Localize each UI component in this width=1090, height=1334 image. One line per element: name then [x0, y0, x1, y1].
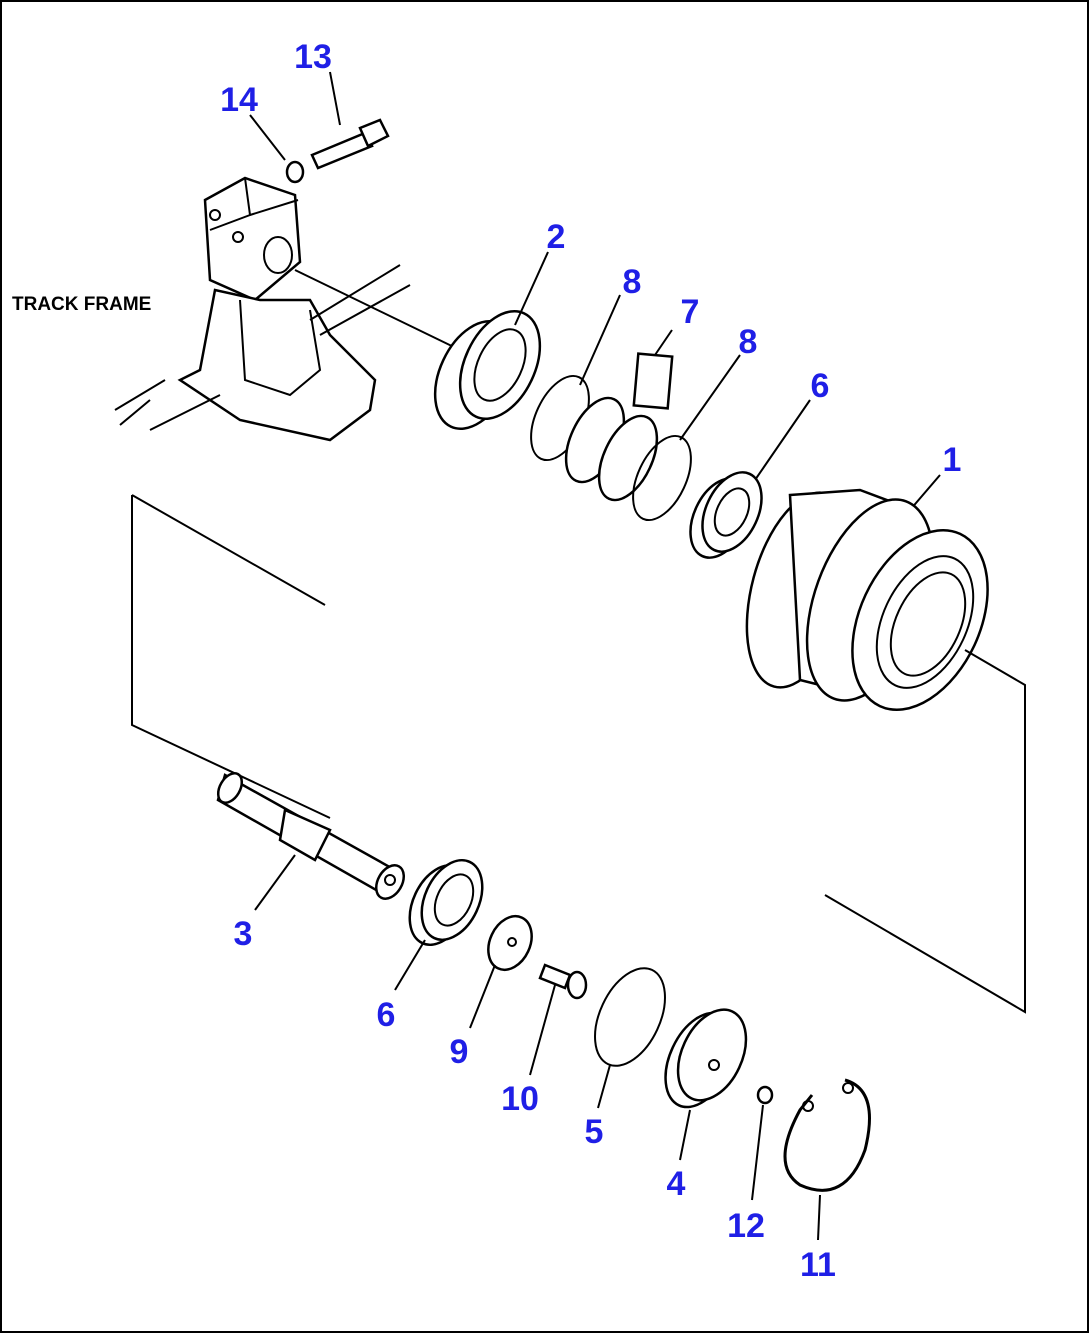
- plug-part-12: [756, 1085, 774, 1105]
- callout-4: 4: [667, 1165, 686, 1203]
- shaft-part-3: [216, 772, 405, 900]
- callout-labels: 13 14 2 8 7 8 6 1 3 6 9 10 5 4 12 11: [220, 38, 961, 1284]
- callout-2: 2: [547, 218, 566, 256]
- o-ring-part-5: [594, 967, 666, 1067]
- bearing-part-6b: [408, 859, 484, 946]
- bolt-part-13: [285, 118, 390, 184]
- callout-5: 5: [585, 1113, 604, 1151]
- roller-part-1: [745, 488, 989, 712]
- callout-12: 12: [727, 1207, 765, 1245]
- parts-bracket-7: [632, 352, 674, 410]
- bolt-part-10: [538, 963, 572, 990]
- washer-part-9: [487, 915, 533, 971]
- callout-14: 14: [220, 81, 258, 119]
- track-frame-caption: TRACK FRAME: [12, 294, 151, 315]
- callout-1: 1: [943, 441, 962, 479]
- callout-10: 10: [501, 1080, 539, 1118]
- leader-lines-top: [249, 71, 341, 161]
- assembly-bracket-lines: [131, 494, 1026, 1014]
- bearing-part-6a: [689, 471, 763, 559]
- leader-lines-upper: [514, 251, 941, 511]
- callout-13: 13: [294, 38, 332, 76]
- callout-9: 9: [450, 1033, 469, 1071]
- callout-8a: 8: [623, 263, 642, 301]
- callout-8b: 8: [739, 323, 758, 361]
- track-frame-part: [114, 176, 411, 442]
- cover-part-4: [664, 1008, 748, 1109]
- callout-7: 7: [681, 293, 700, 331]
- axis-line-upper: [294, 269, 461, 351]
- seal-part-2: [433, 310, 542, 430]
- callout-11: 11: [800, 1246, 836, 1284]
- callout-3: 3: [234, 915, 253, 953]
- callout-6a: 6: [811, 367, 830, 405]
- snap-ring-part-11: [783, 1078, 871, 1192]
- ring-part-7b: [597, 414, 659, 502]
- leader-line-3: [254, 854, 296, 911]
- leader-lines-lower: [394, 939, 821, 1241]
- callout-6b: 6: [377, 996, 396, 1034]
